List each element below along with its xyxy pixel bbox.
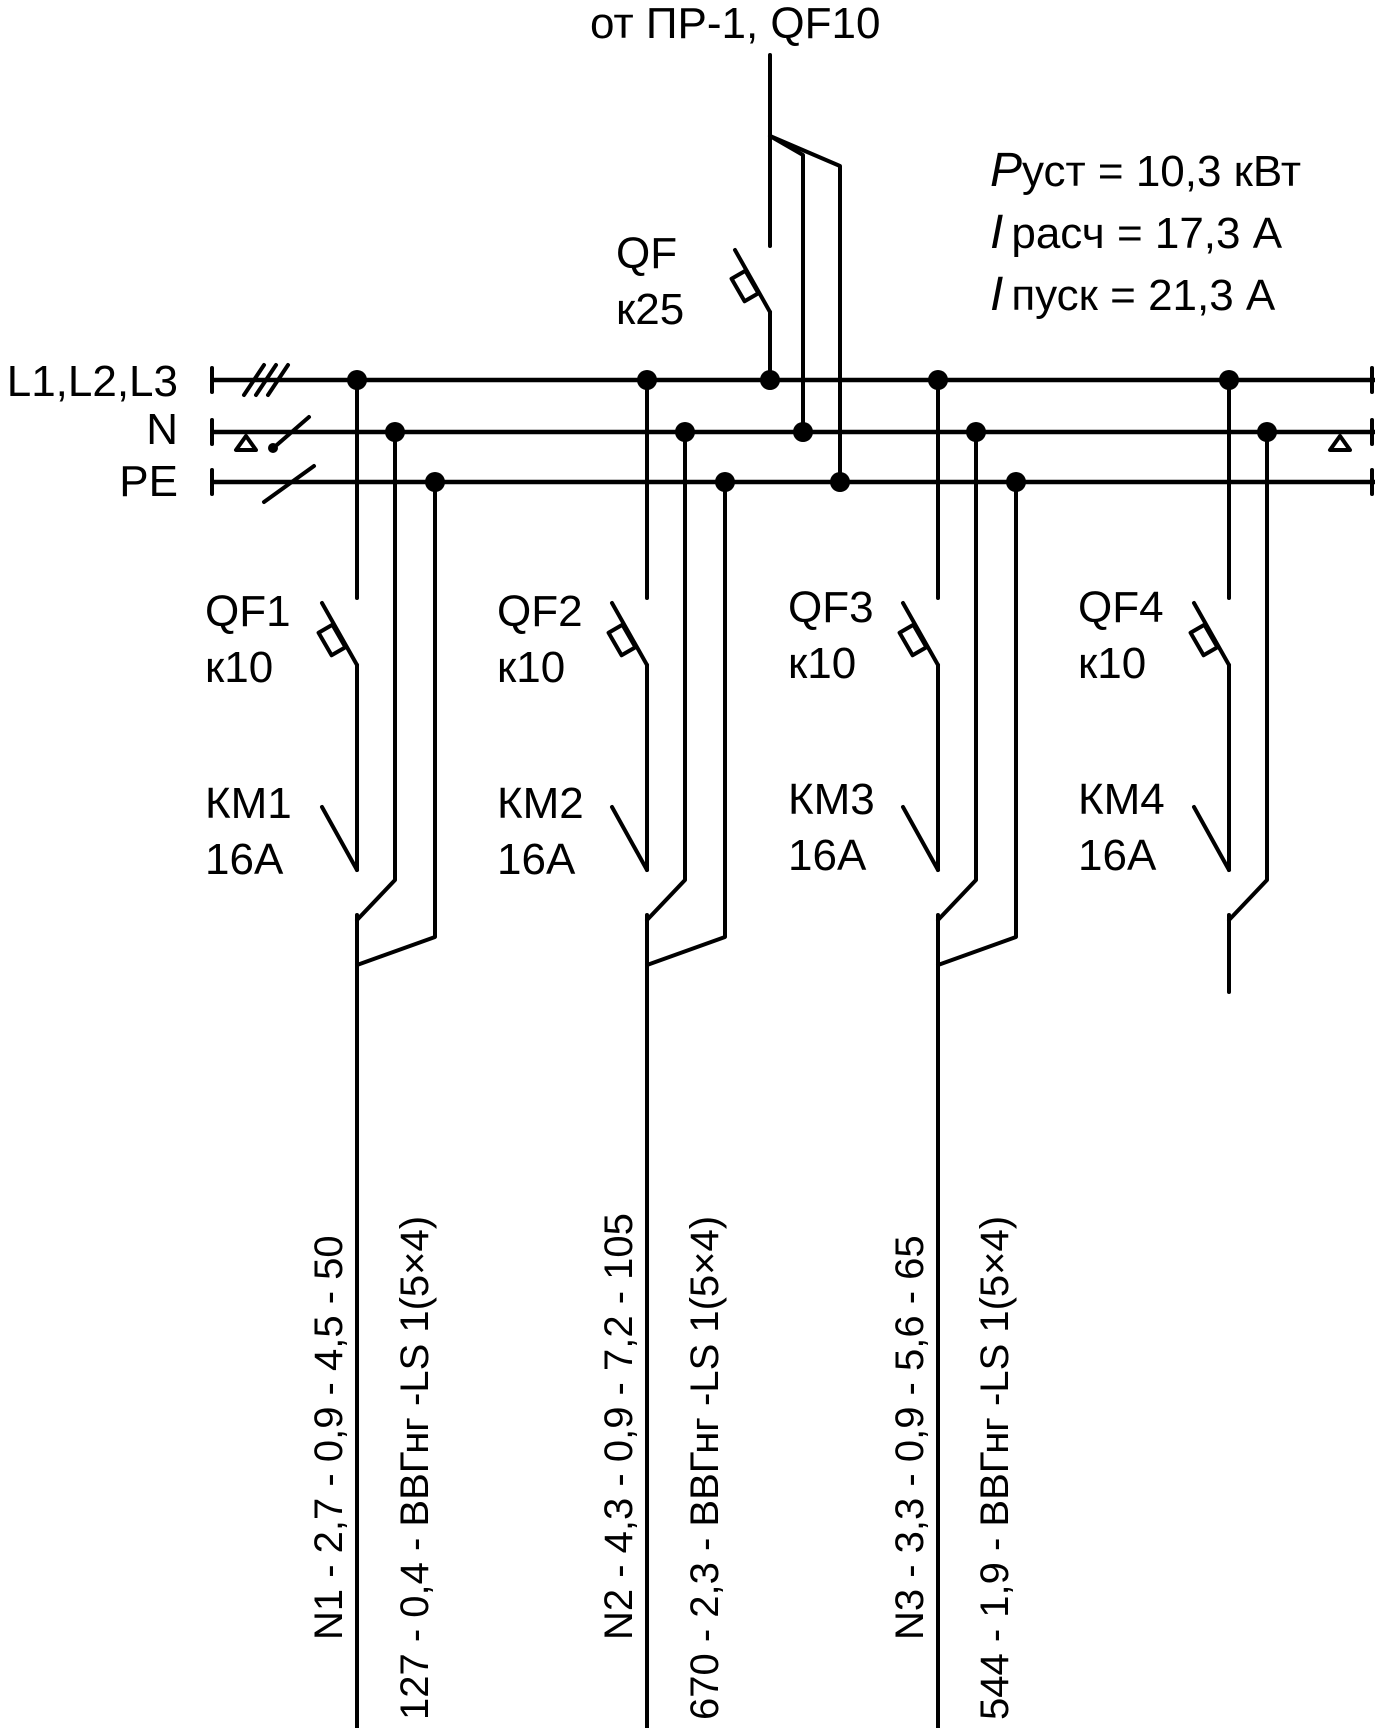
feeder-3-contactor-rating: 16А (788, 831, 867, 880)
feeder-4-breaker-rating: к10 (1078, 639, 1146, 688)
feeder-2-contactor: КМ2 (497, 779, 584, 828)
feeder-2-breaker: QF2 (497, 587, 583, 636)
current-calc-value: расч = 17,3 А (1011, 209, 1282, 258)
feeder-1-cable-label: 127 - 0,4 - ВВГнг -LS 1(5×4) (393, 1216, 437, 1720)
source-label: от ПР-1, QF10 (590, 0, 880, 48)
feeder-3-cable-label: 544 - 1,9 - ВВГнг -LS 1(5×4) (973, 1216, 1017, 1720)
main-breaker (729, 248, 772, 314)
main-breaker-rating: к25 (616, 285, 684, 334)
junction-dot (830, 472, 850, 492)
power-value: уст = 10,3 кВт (1022, 147, 1301, 196)
feeder-3-breaker: QF3 (788, 583, 874, 632)
bus-label-pe: PE (119, 457, 178, 506)
feeder-1-breaker-rating: к10 (205, 643, 273, 692)
busbar-l (210, 363, 1375, 397)
feeder-1-line-label: N1 - 2,7 - 0,9 - 4,5 - 50 (307, 1235, 351, 1640)
feeder-2-line-label: N2 - 4,3 - 0,9 - 7,2 - 105 (597, 1213, 641, 1640)
power-symbol: P (990, 144, 1022, 197)
incoming-supply-lines (768, 53, 842, 480)
feeder-1-contactor: КМ1 (205, 779, 292, 828)
feeder-2 (606, 370, 735, 1728)
feeder-4 (1188, 370, 1277, 994)
bus-label-l: L1,L2,L3 (7, 357, 178, 406)
busbar-pe (210, 464, 1375, 504)
feeder-3-line-label: N3 - 3,3 - 0,9 - 5,6 - 65 (888, 1235, 932, 1640)
feeder-3-contactor: КМ3 (788, 775, 875, 824)
current-calc-symbol: I (990, 206, 1003, 259)
junction-dot (760, 370, 780, 390)
feeder-3 (897, 370, 1026, 1728)
feeder-4-breaker: QF4 (1078, 583, 1164, 632)
feeder-2-breaker-rating: к10 (497, 643, 565, 692)
power-installed: Pуст = 10,3 кВт (990, 144, 1301, 197)
current-start-symbol: I (990, 268, 1003, 321)
bus-label-n: N (146, 405, 178, 454)
feeder-1-breaker: QF1 (205, 587, 291, 636)
feeder-4-contactor-rating: 16А (1078, 831, 1157, 880)
feeder-1-contactor-rating: 16А (205, 835, 284, 884)
current-start-value: пуск = 21,3 А (1011, 271, 1276, 320)
feeder-4-contactor: КМ4 (1078, 775, 1165, 824)
feeder-3-breaker-rating: к10 (788, 639, 856, 688)
feeder-1 (316, 370, 445, 1728)
main-breaker-name: QF (616, 229, 677, 278)
feeder-2-contactor-rating: 16А (497, 835, 576, 884)
junction-dot (793, 422, 813, 442)
feeder-2-cable-label: 670 - 2,3 - ВВГнг -LS 1(5×4) (683, 1216, 727, 1720)
